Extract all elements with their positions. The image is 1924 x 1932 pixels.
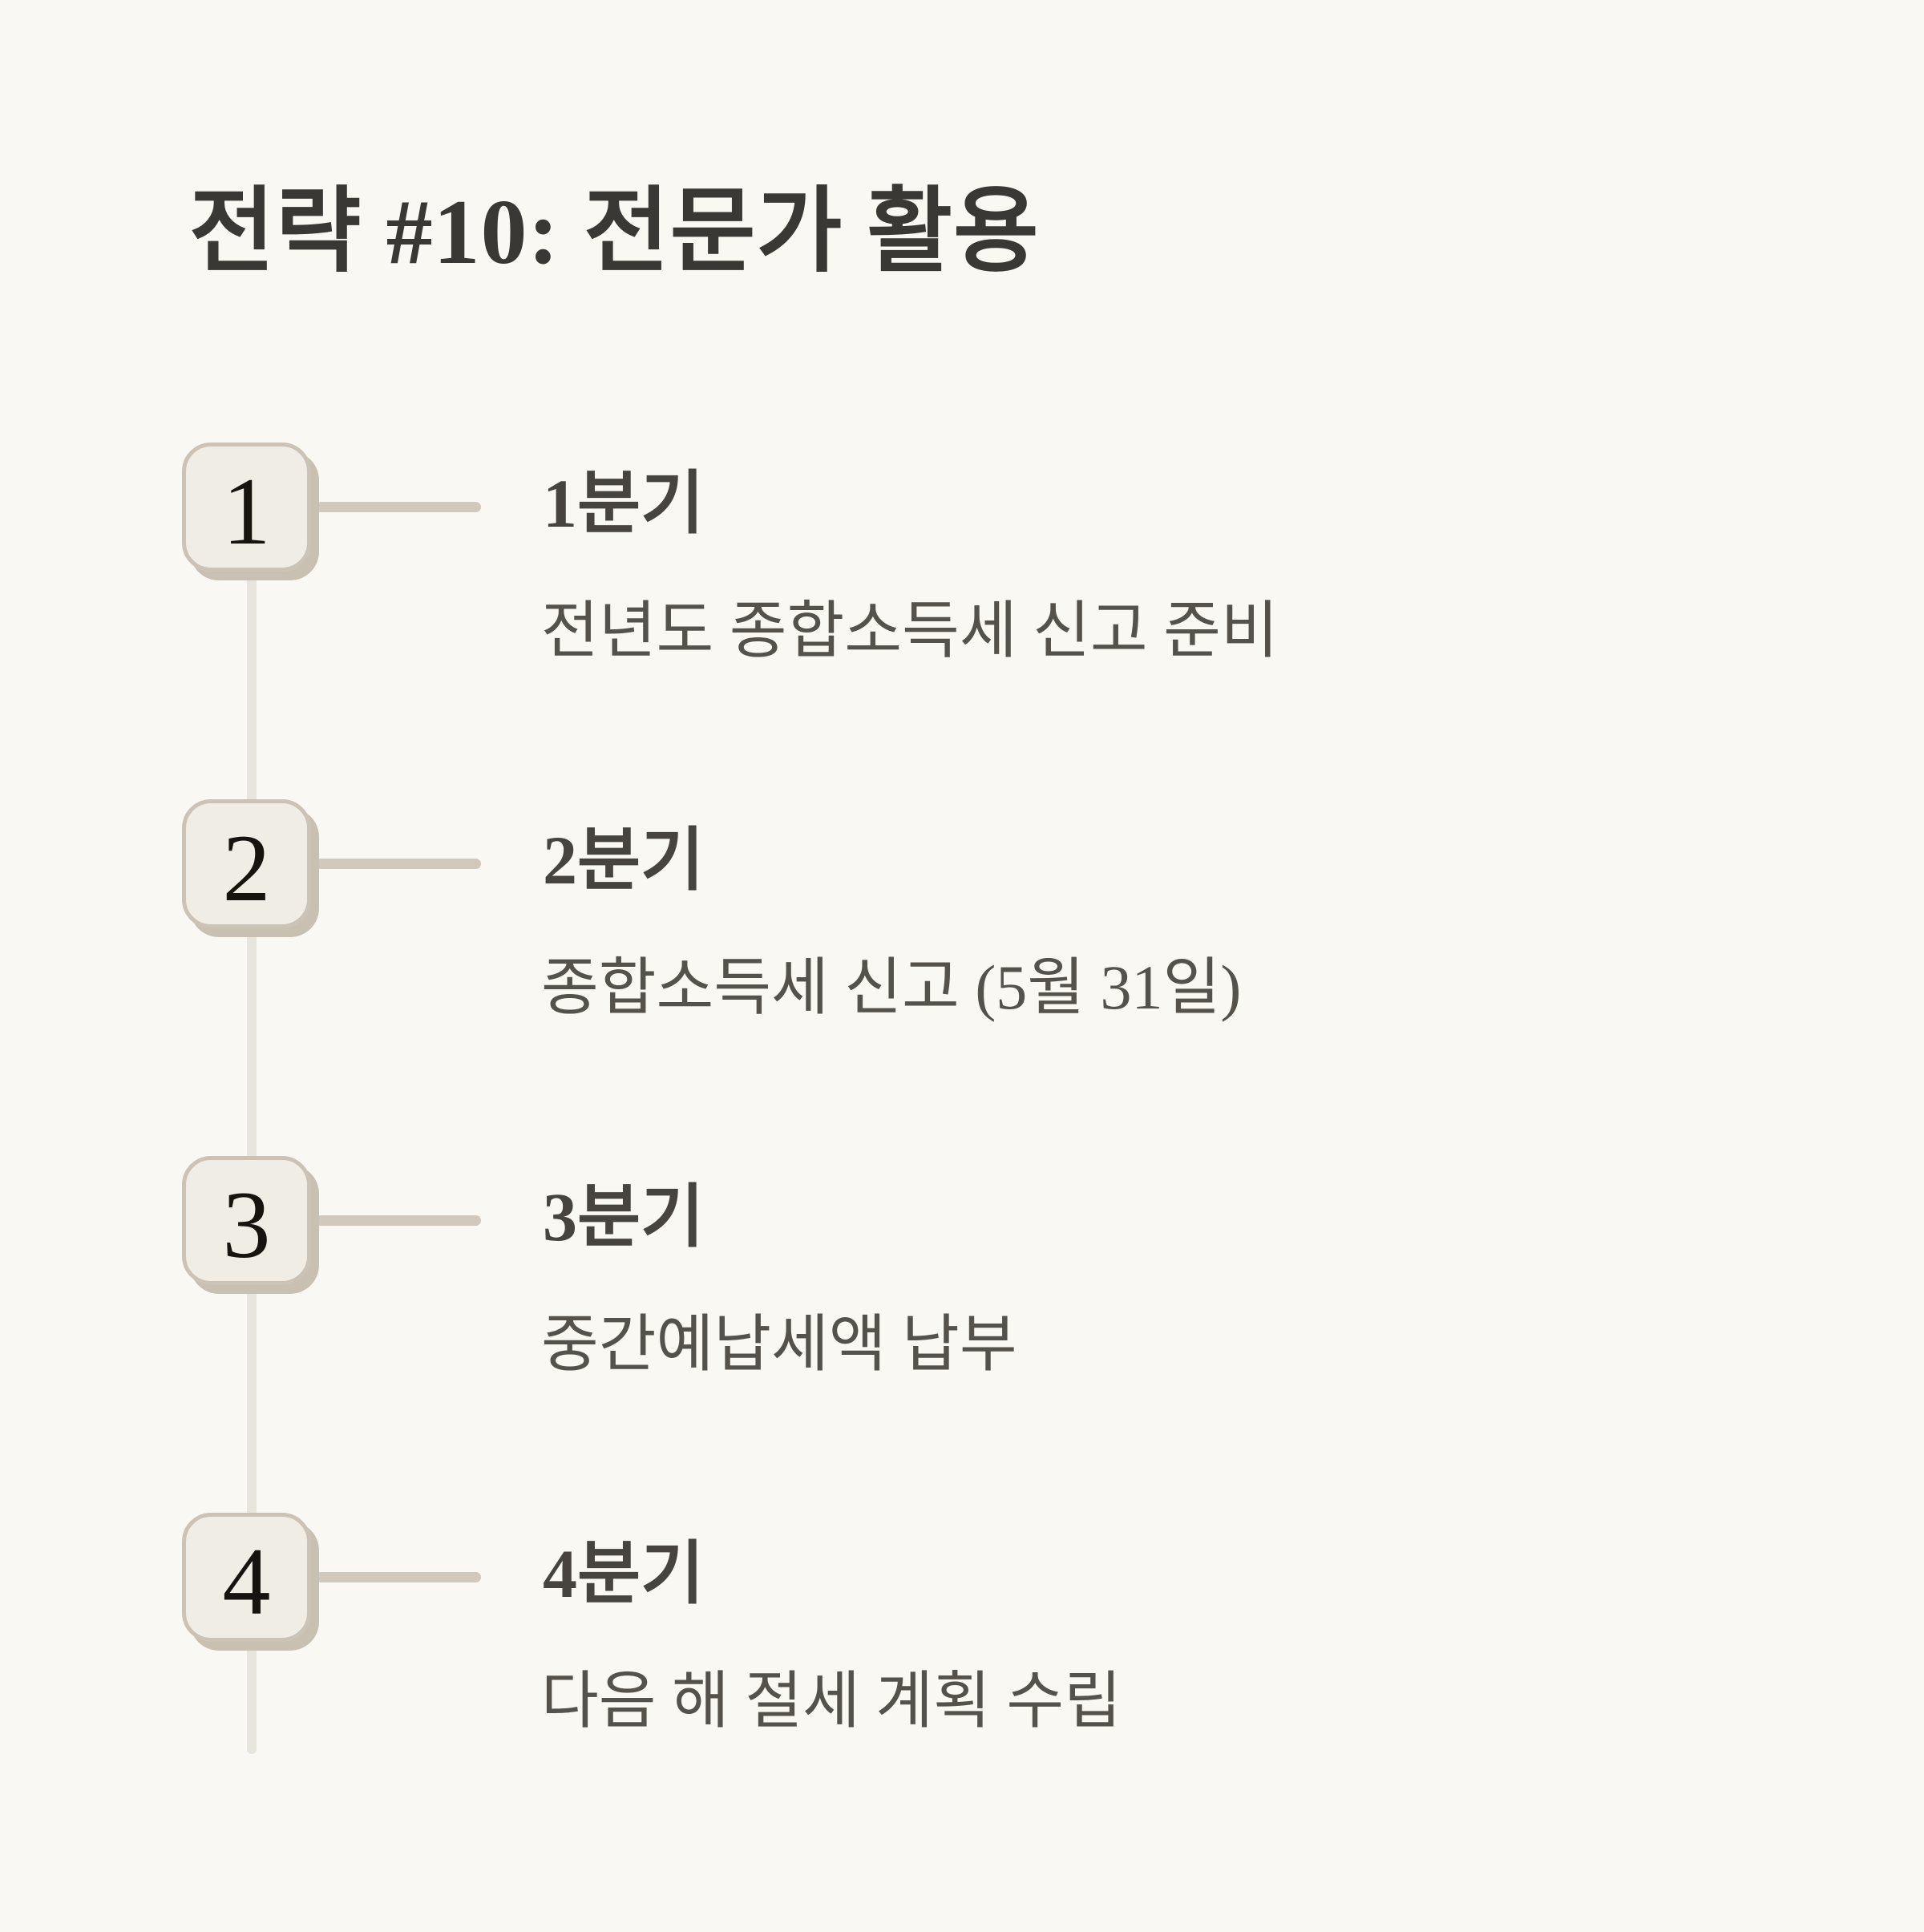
item-heading: 3분기 — [543, 1178, 705, 1255]
step-number-box: 1 — [182, 443, 311, 572]
page-title: 전략 #10: 전문가 활용 — [189, 181, 1040, 284]
timeline-item-q3: 3 3분기 중간예납세액 납부 — [0, 1156, 1924, 1513]
step-number-box: 4 — [182, 1513, 311, 1642]
timeline-item-q4: 4 4분기 다음 해 절세 계획 수립 — [0, 1513, 1924, 1869]
step-number: 1 — [222, 457, 271, 564]
step-number: 4 — [222, 1527, 271, 1635]
item-heading: 4분기 — [543, 1535, 705, 1612]
step-number-box: 3 — [182, 1156, 311, 1285]
item-description: 중간예납세액 납부 — [541, 1309, 1017, 1379]
step-number: 3 — [222, 1170, 271, 1278]
connector-line — [316, 502, 481, 512]
item-description: 전년도 종합소득세 신고 준비 — [541, 596, 1279, 665]
timeline-item-q1: 1 1분기 전년도 종합소득세 신고 준비 — [0, 443, 1924, 799]
item-description: 종합소득세 신고 (5월 31일) — [541, 952, 1242, 1022]
timeline-item-q2: 2 2분기 종합소득세 신고 (5월 31일) — [0, 799, 1924, 1156]
step-number-box: 2 — [182, 799, 311, 928]
item-description: 다음 해 절세 계획 수립 — [541, 1666, 1122, 1736]
item-heading: 1분기 — [543, 465, 705, 542]
connector-line — [316, 1572, 481, 1582]
connector-line — [316, 1215, 481, 1226]
step-number: 2 — [222, 814, 271, 921]
connector-line — [316, 859, 481, 869]
item-heading: 2분기 — [543, 822, 705, 899]
